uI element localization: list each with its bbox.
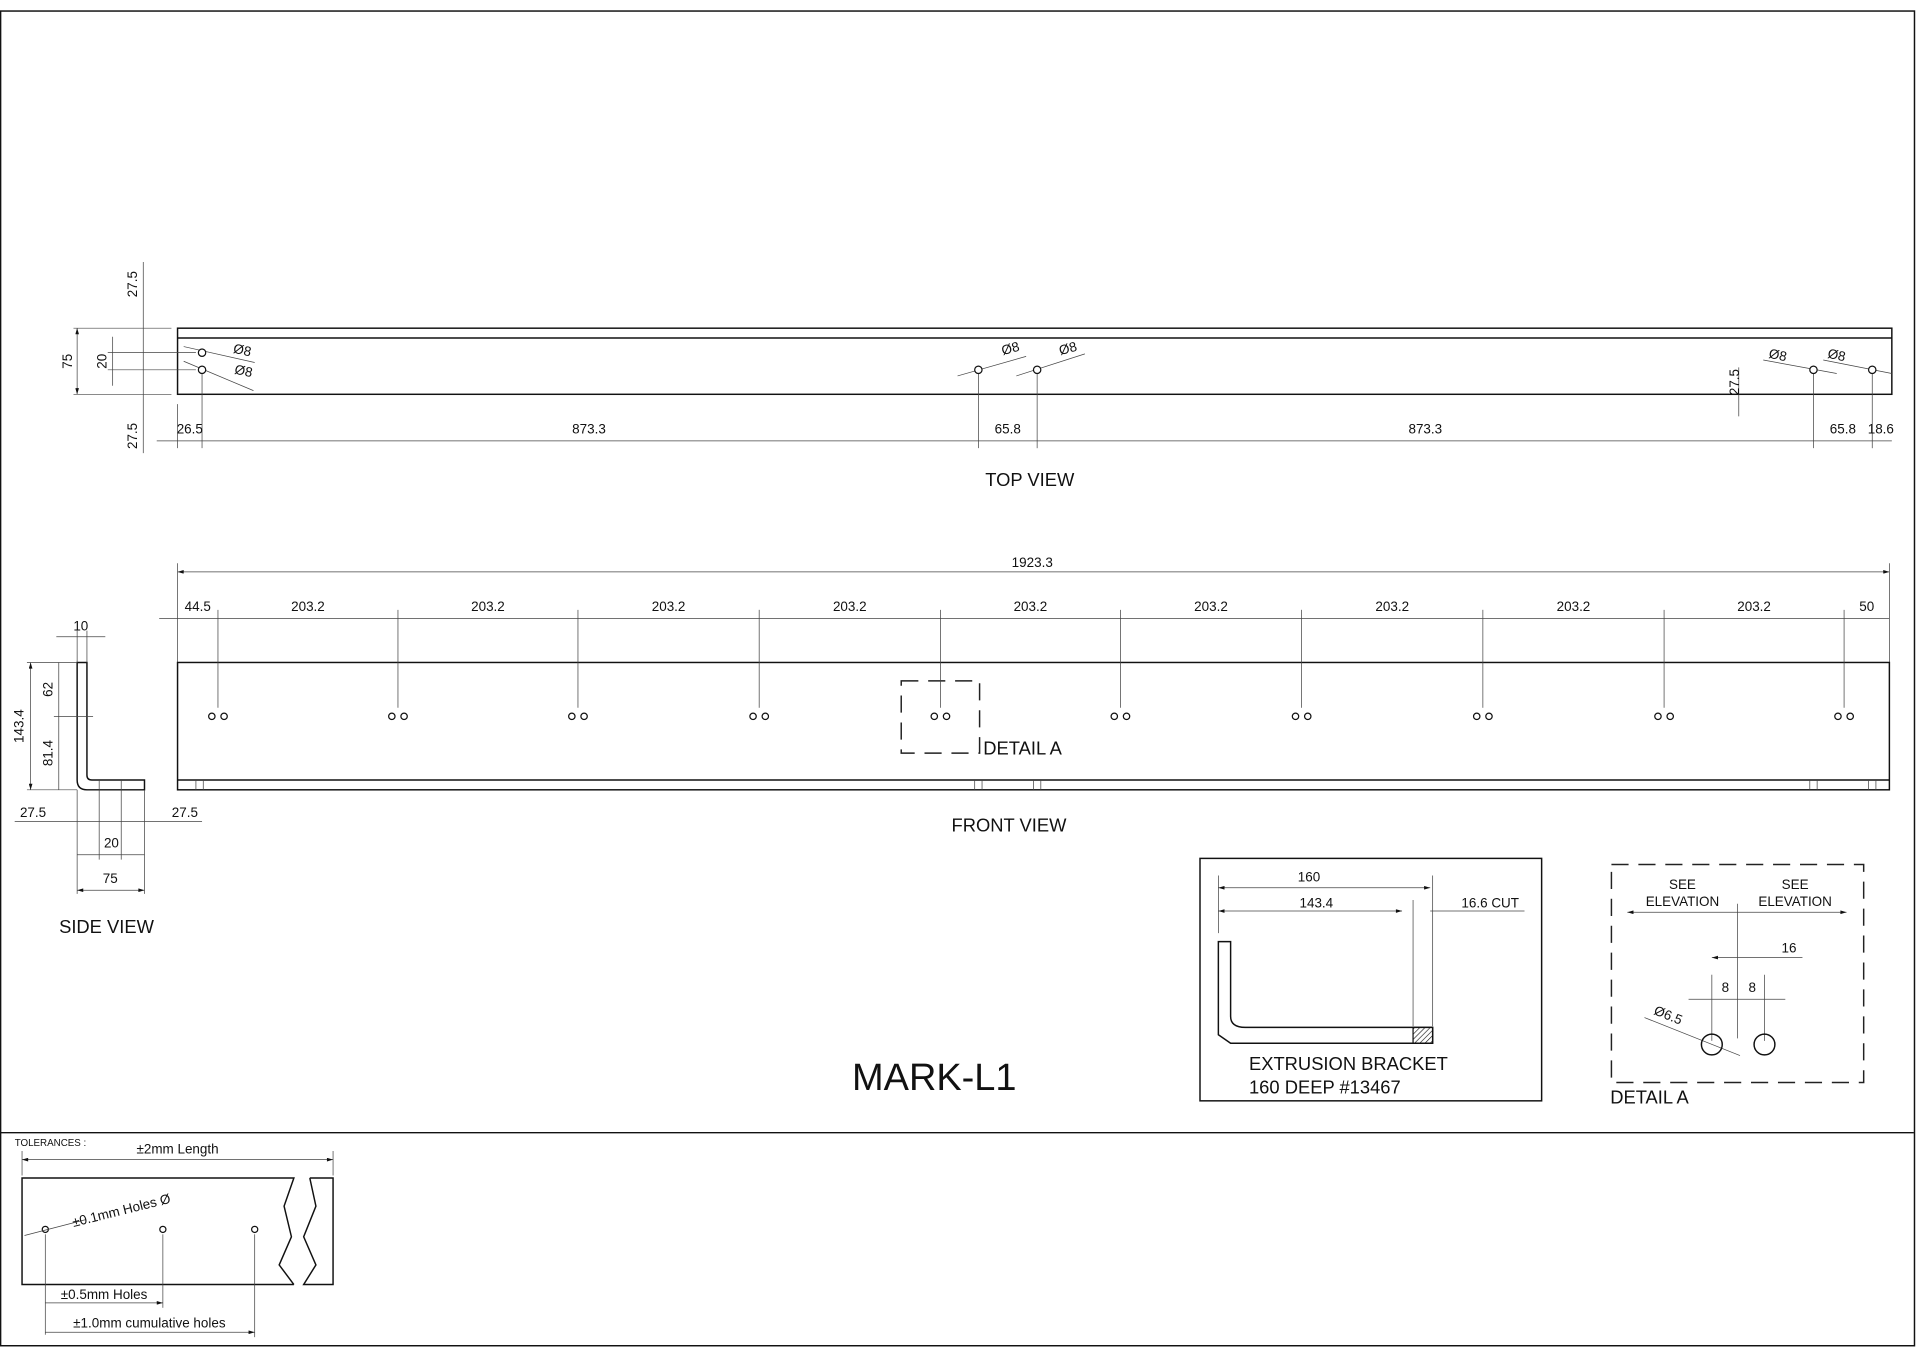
dim-label: 26.5: [177, 421, 203, 436]
dim-label: 20: [104, 835, 119, 850]
segment-dim-label: 203.2: [291, 599, 325, 614]
hole: [388, 712, 396, 721]
hole: [942, 712, 951, 721]
dim-label: 65.8: [995, 421, 1021, 436]
hole: [208, 712, 216, 721]
hole: [1303, 712, 1312, 721]
hole-label: Ø8: [232, 341, 253, 359]
dim-label: 16.6 CUT: [1461, 895, 1519, 910]
extrusion-subtitle: 160 DEEP #13467: [1249, 1076, 1401, 1097]
dim-label: 873.3: [1408, 421, 1442, 436]
hole: [1110, 712, 1119, 721]
top-view-label: TOP VIEW: [985, 469, 1075, 490]
hole: [1291, 712, 1300, 721]
hole: [1666, 712, 1675, 721]
front-view-label: FRONT VIEW: [952, 814, 1068, 835]
detail-a-label: DETAIL A: [1610, 1086, 1689, 1107]
dim-label: 27.5: [125, 271, 140, 297]
hole: [761, 712, 770, 721]
see-elevation-text: ELEVATION: [1758, 894, 1832, 909]
hole-label: Ø8: [1826, 346, 1847, 364]
front-view-outline: [176, 661, 1891, 791]
tolerances-heading: TOLERANCES :: [15, 1138, 87, 1149]
segment-dim-label: 203.2: [1737, 599, 1771, 614]
hole-tolerance: ±0.5mm Holes: [61, 1287, 148, 1302]
sheet-border: [0, 10, 1916, 1347]
extrusion-bracket-box: 160 143.4 16.6 CUT EXTRUSION BRACKET 160…: [1199, 857, 1543, 1102]
segment-dim-label: 203.2: [1194, 599, 1228, 614]
hole-label: Ø8: [1768, 346, 1789, 364]
dim-label: 62: [41, 682, 56, 697]
segment-dim-label: 50: [1859, 599, 1874, 614]
segment-dim-label: 203.2: [1014, 599, 1048, 614]
side-profile: [76, 661, 146, 791]
segment-dim-label: 203.2: [1557, 599, 1591, 614]
dim-label: 27.5: [172, 805, 198, 820]
segment-dim-label: 44.5: [185, 599, 211, 614]
cut-hatch: [1412, 1026, 1434, 1044]
dim-label: 27.5: [20, 805, 46, 820]
dim-label: 873.3: [572, 421, 606, 436]
hole: [1485, 712, 1493, 721]
hole-label: Ø8: [1057, 339, 1078, 358]
dim-label: 8: [1749, 980, 1756, 995]
hole: [1834, 712, 1842, 721]
length-tolerance: ±2mm Length: [136, 1141, 218, 1156]
dim-label: 18.6: [1868, 421, 1894, 436]
hole: [1122, 712, 1131, 721]
hole: [1846, 712, 1855, 721]
dim-label: 75: [103, 871, 118, 886]
segment-dim-label: 203.2: [1375, 599, 1409, 614]
side-view-label: SIDE VIEW: [59, 916, 155, 937]
hole: [1472, 712, 1481, 721]
see-elevation-text: SEE: [1782, 877, 1809, 892]
hole: [749, 712, 757, 721]
detail-a-callout: DETAIL A: [983, 737, 1062, 758]
hole: [400, 712, 408, 721]
front-view: 1923.3 DETAIL A FRONT VIEW 44.5 203.2 203.…: [159, 555, 1891, 835]
segment-dim-label: 203.2: [471, 599, 505, 614]
dim-label: 65.8: [1830, 421, 1856, 436]
hole-label: Ø8: [233, 362, 254, 380]
bracket-profile: [1217, 940, 1434, 1045]
hole: [220, 712, 228, 721]
dim-label: 143.4: [1299, 895, 1333, 910]
see-elevation-text: SEE: [1669, 877, 1696, 892]
hole-diameter-tolerance: ±0.1mm Holes Ø: [71, 1191, 173, 1230]
hole: [568, 712, 576, 721]
dim-label: 160: [1298, 870, 1320, 885]
dim-label: 16: [1781, 941, 1796, 956]
dim-label: 81.4: [41, 739, 56, 766]
cumulative-tolerance: ±1.0mm cumulative holes: [73, 1315, 226, 1330]
dim-label: 75: [60, 354, 75, 369]
hole: [580, 712, 588, 721]
dim-label: 8: [1722, 980, 1729, 995]
hole-label: Ø8: [1000, 339, 1021, 358]
dim-label: Ø6.5: [1652, 1003, 1685, 1028]
segment-dim-label: 203.2: [833, 599, 867, 614]
dim-label: 143.4: [11, 709, 26, 743]
hole: [1654, 712, 1662, 721]
overall-length-label: 1923.3: [1012, 555, 1053, 570]
top-view-outline: [176, 327, 1893, 396]
dim-label: 10: [73, 619, 88, 634]
hole: [930, 712, 939, 721]
dim-label: 20: [95, 354, 110, 369]
tolerances-block: TOLERANCES : ±2mm Length ±0.1mm Holes Ø …: [15, 1138, 334, 1338]
top-view: 27.5 75 20 27.5 27.5 Ø8 Ø8 Ø8 Ø8 Ø8 Ø8 2…: [60, 262, 1894, 490]
side-view: 10 143.4 62 81.4 27.5 27.5 20 75 SIDE VI…: [11, 619, 203, 937]
part-mark: MARK-L1: [852, 1057, 1016, 1099]
see-elevation-text: ELEVATION: [1646, 894, 1720, 909]
detail-a: SEE ELEVATION SEE ELEVATION 16 8 8 Ø6.5 …: [1610, 863, 1865, 1107]
dim-label: 27.5: [1727, 369, 1742, 395]
dim-label: 27.5: [125, 423, 140, 449]
extrusion-title: EXTRUSION BRACKET: [1249, 1053, 1448, 1074]
segment-dim-label: 203.2: [652, 599, 686, 614]
